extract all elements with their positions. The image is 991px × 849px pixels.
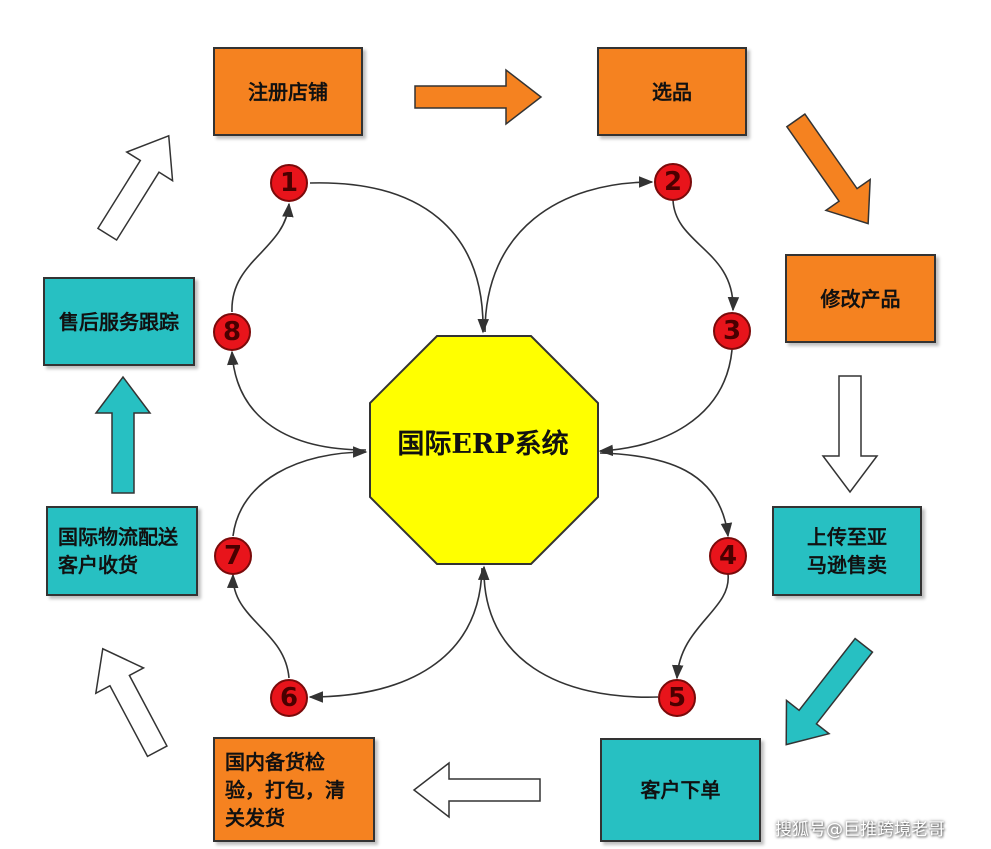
arrow-2-to-3 — [785, 113, 871, 225]
arrow-3-to-4 — [821, 375, 879, 494]
connector-center-to-4 — [599, 452, 733, 538]
watermark: 搜狐号@巨推跨境老哥 — [775, 820, 945, 840]
step-label-modify-product: 修改产品 — [820, 286, 901, 311]
arrow-4-to-5 — [785, 637, 874, 746]
step-box-after-sales: 售后服务跟踪 — [43, 277, 195, 366]
step-label-domestic-packing: 国内备货检 验，打包，清 关发货 — [225, 749, 345, 830]
step-box-register-store: 注册店铺 — [213, 47, 363, 136]
arrow-6-to-7 — [94, 647, 168, 758]
step-label-register-store: 注册店铺 — [248, 79, 328, 104]
center-octagon — [369, 335, 599, 565]
step-number-4: 4 — [709, 537, 747, 575]
step-number-5: 5 — [658, 679, 696, 717]
step-number-8: 8 — [213, 313, 251, 351]
step-box-international-logistics: 国际物流配送 客户收货 — [46, 506, 198, 596]
step-number-2: 2 — [654, 163, 692, 201]
connector-center-to-8 — [227, 350, 367, 451]
step-box-modify-product: 修改产品 — [785, 254, 936, 343]
center-label: 国际ERP系统 — [397, 429, 569, 460]
step-box-customer-order: 客户下单 — [600, 738, 761, 842]
arrow-8-to-1 — [96, 134, 174, 242]
connector-3-to-center — [598, 349, 733, 457]
connector-6-to-7 — [226, 573, 290, 679]
step-label-international-logistics: 国际物流配送 客户收货 — [58, 525, 178, 577]
step-label-after-sales: 售后服务跟踪 — [59, 309, 179, 334]
step-box-select-product: 选品 — [597, 47, 747, 136]
connector-2-to-3 — [672, 199, 740, 312]
step-number-7: 7 — [214, 537, 252, 575]
arrow-1-to-2 — [414, 68, 543, 126]
connector-5-to-center — [477, 565, 659, 698]
step-label-customer-order: 客户下单 — [640, 778, 721, 802]
arrow-7-to-8 — [94, 375, 152, 494]
arrow-5-to-6 — [412, 761, 541, 819]
connector-7-to-center — [232, 446, 368, 537]
step-label-upload-amazon: 上传至亚 马逊售卖 — [807, 525, 887, 577]
connector-4-to-5 — [671, 573, 729, 680]
step-label-select-product: 选品 — [652, 79, 692, 104]
step-number-6: 6 — [270, 679, 308, 717]
step-box-domestic-packing: 国内备货检 验，打包，清 关发货 — [213, 737, 375, 842]
connector-8-to-1 — [231, 202, 294, 313]
connector-1-to-center — [309, 182, 490, 334]
connector-center-to-2 — [484, 176, 654, 333]
step-number-1: 1 — [270, 164, 308, 202]
step-number-3: 3 — [713, 312, 751, 350]
step-box-upload-amazon: 上传至亚 马逊售卖 — [772, 506, 922, 596]
connector-center-to-6 — [308, 567, 483, 703]
